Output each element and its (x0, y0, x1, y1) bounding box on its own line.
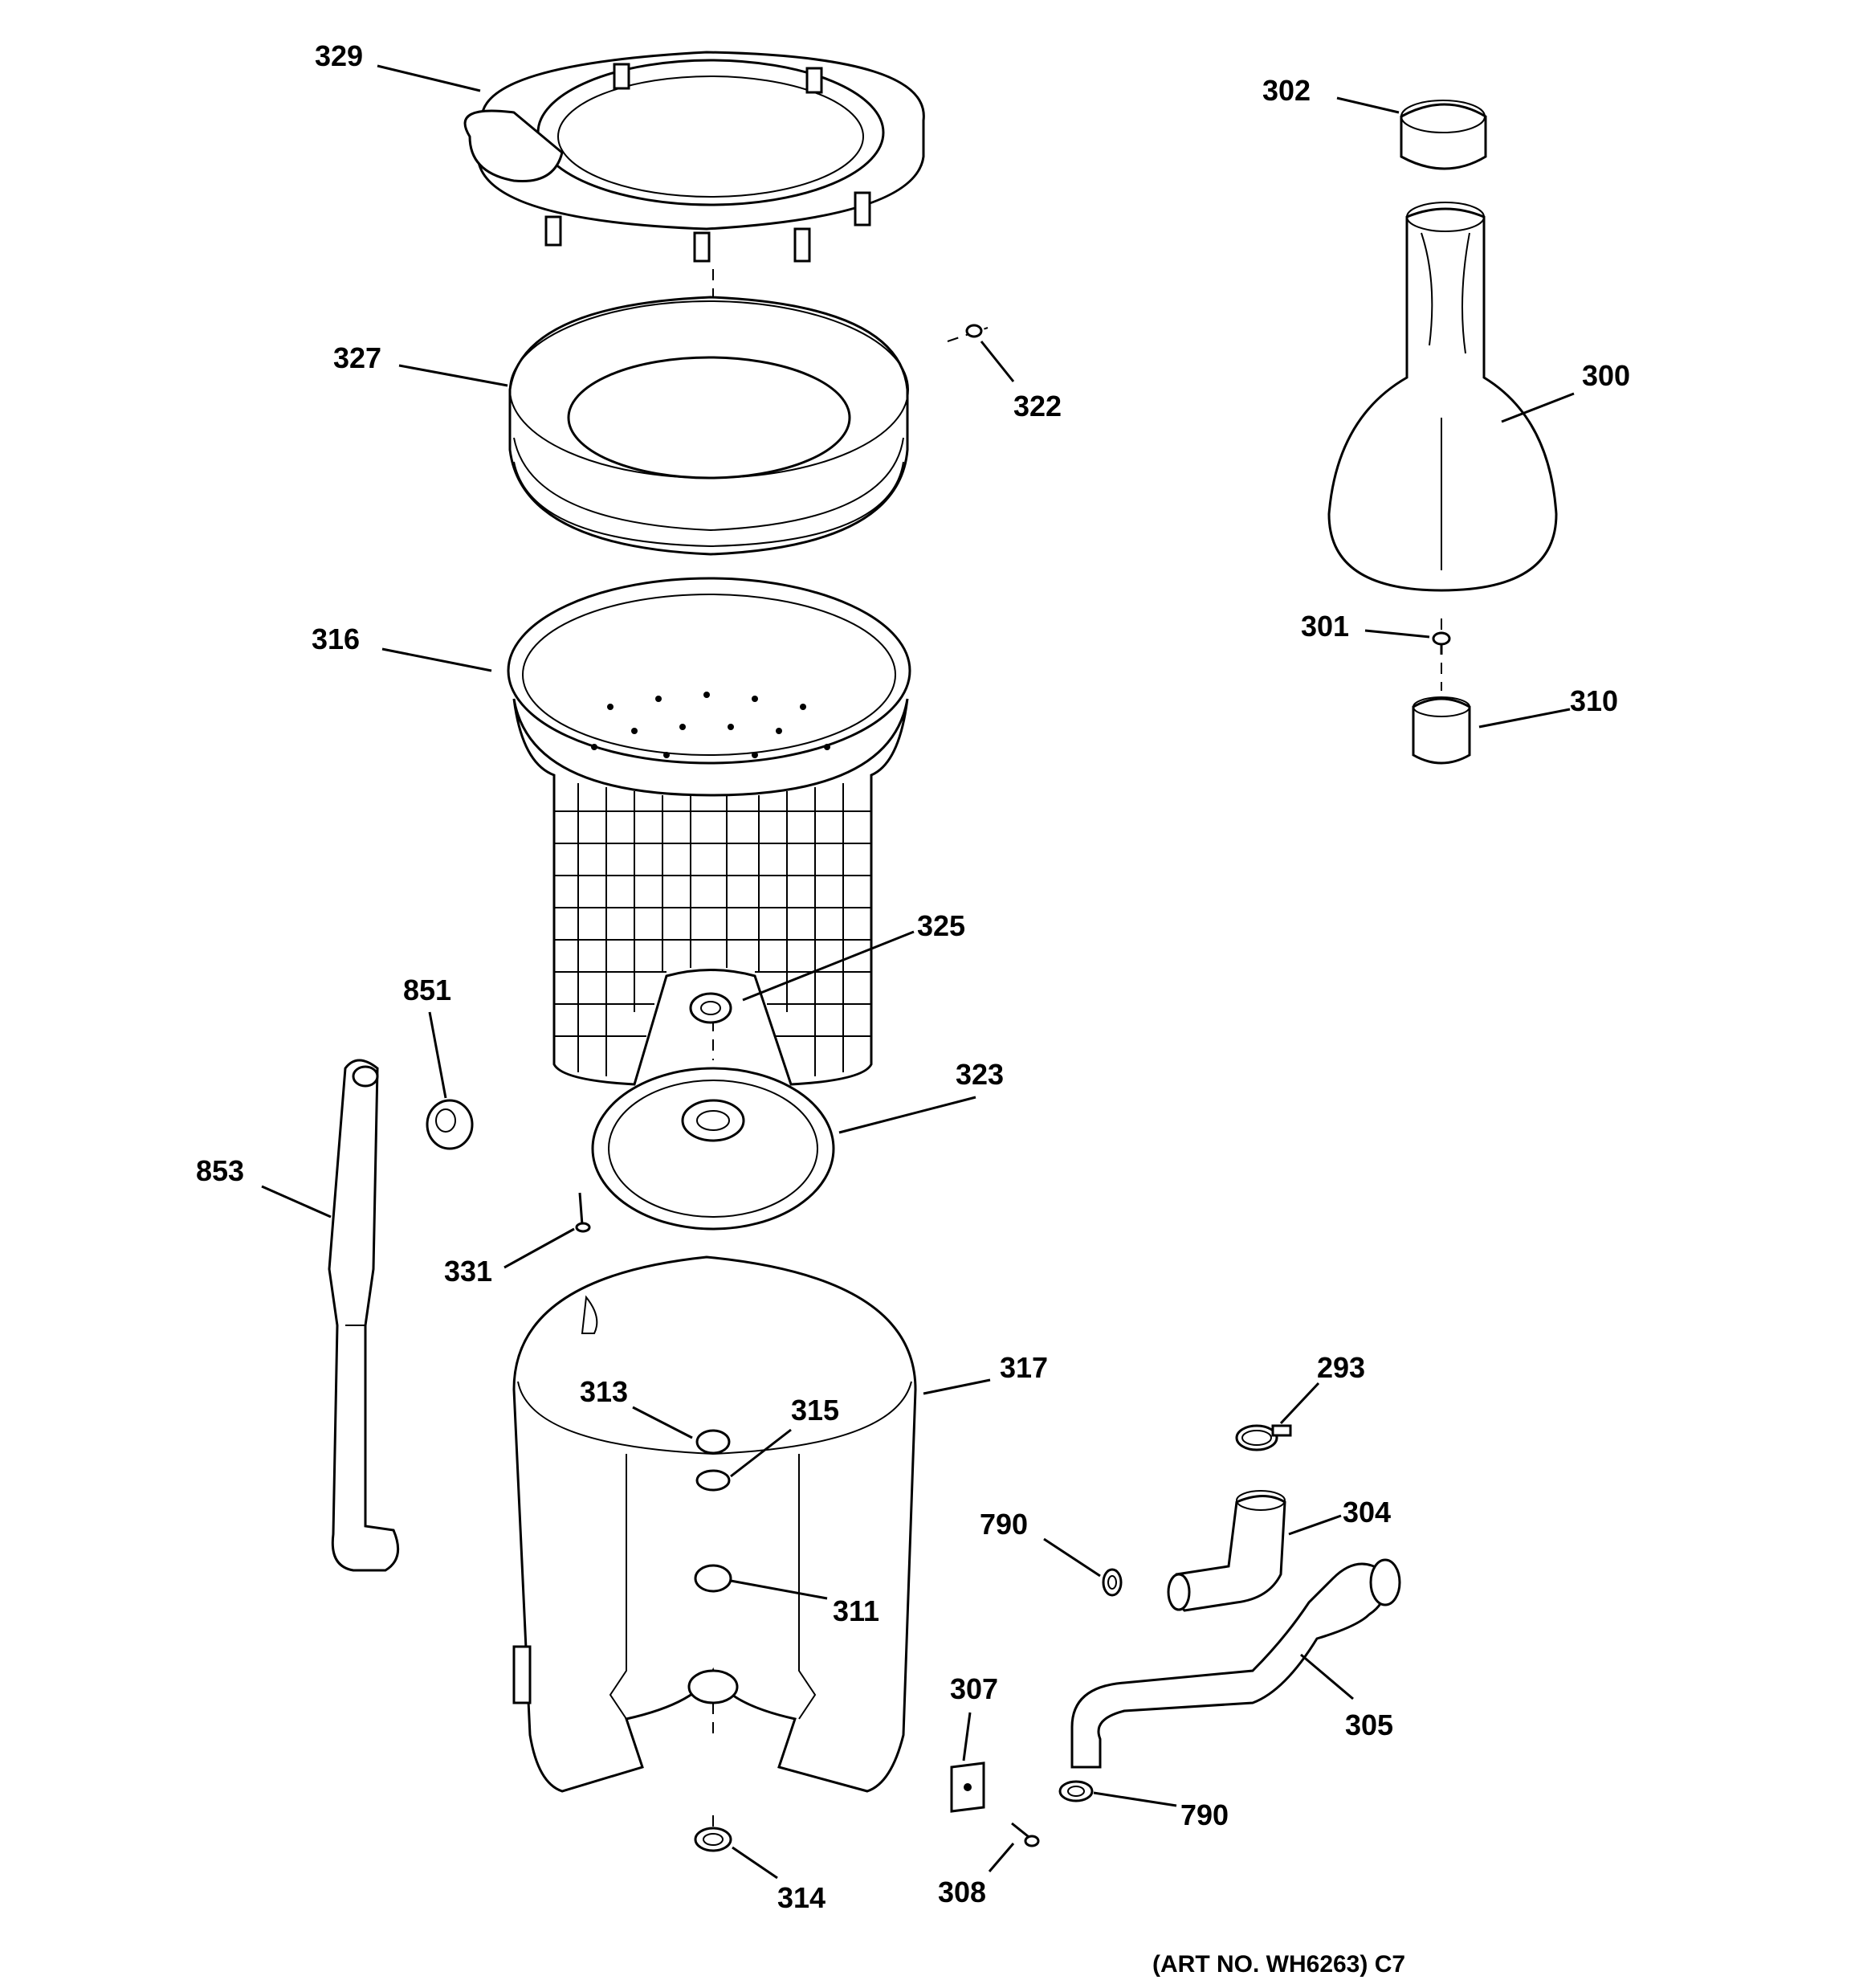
callout-308: 308 (938, 1876, 986, 1908)
balance-ring (508, 296, 909, 556)
bracket-screw (1011, 1822, 1040, 1847)
agitator-coupling (1412, 696, 1471, 765)
callout-labels: 329 302 327 322 300 316 301 310 325 851 … (196, 39, 1630, 1914)
callout-325: 325 (917, 909, 965, 942)
hose-clamp-790-lower (1058, 1780, 1094, 1802)
basket-holes (591, 692, 830, 758)
callout-853: 853 (196, 1154, 244, 1187)
spin-shaft (328, 1059, 400, 1572)
outer-tub-cover (463, 51, 925, 263)
callout-302: 302 (1262, 74, 1311, 107)
agitator-bolt (1432, 631, 1451, 655)
callout-314: 314 (777, 1881, 826, 1914)
callout-304: 304 (1343, 1496, 1391, 1529)
callout-310: 310 (1570, 684, 1618, 717)
callout-311: 311 (833, 1594, 879, 1627)
wash-basket (507, 577, 911, 1086)
drain-hose (1070, 1558, 1401, 1769)
basket-grid-lines (554, 783, 871, 1076)
callout-323: 323 (956, 1058, 1004, 1091)
callout-315: 315 (791, 1394, 839, 1427)
hose-clamp-293 (1235, 1424, 1292, 1451)
tub-seal (694, 1827, 732, 1852)
callout-851: 851 (403, 974, 451, 1006)
callout-331: 331 (444, 1255, 492, 1288)
agitator-cap (1400, 100, 1487, 170)
callout-305: 305 (1345, 1708, 1393, 1741)
outer-tub (512, 1255, 917, 1793)
hub-screw (575, 1192, 591, 1233)
callout-300: 300 (1582, 359, 1630, 392)
hose-clamp-790-upper (1102, 1568, 1123, 1597)
leader-lines (261, 64, 1575, 1880)
callout-317: 317 (1000, 1351, 1048, 1384)
callout-293: 293 (1317, 1351, 1365, 1384)
callout-301: 301 (1301, 610, 1349, 643)
callout-313: 313 (580, 1375, 628, 1408)
callout-322: 322 (1013, 390, 1062, 423)
drain-hose-elbow (1167, 1490, 1286, 1612)
basket-hub-plate (591, 1067, 835, 1231)
callout-307: 307 (950, 1672, 998, 1705)
callout-327: 327 (333, 341, 381, 374)
callout-790-lower: 790 (1180, 1798, 1229, 1831)
agitator (1327, 202, 1558, 592)
callout-316: 316 (312, 623, 360, 655)
art-number-label: (ART NO. WH6263) C7 (1152, 1951, 1405, 1978)
cap-knob (426, 1099, 474, 1150)
callout-329: 329 (315, 39, 363, 72)
ring-screw (965, 324, 983, 338)
callout-790-upper: 790 (980, 1508, 1028, 1541)
hose-bracket (950, 1761, 985, 1813)
